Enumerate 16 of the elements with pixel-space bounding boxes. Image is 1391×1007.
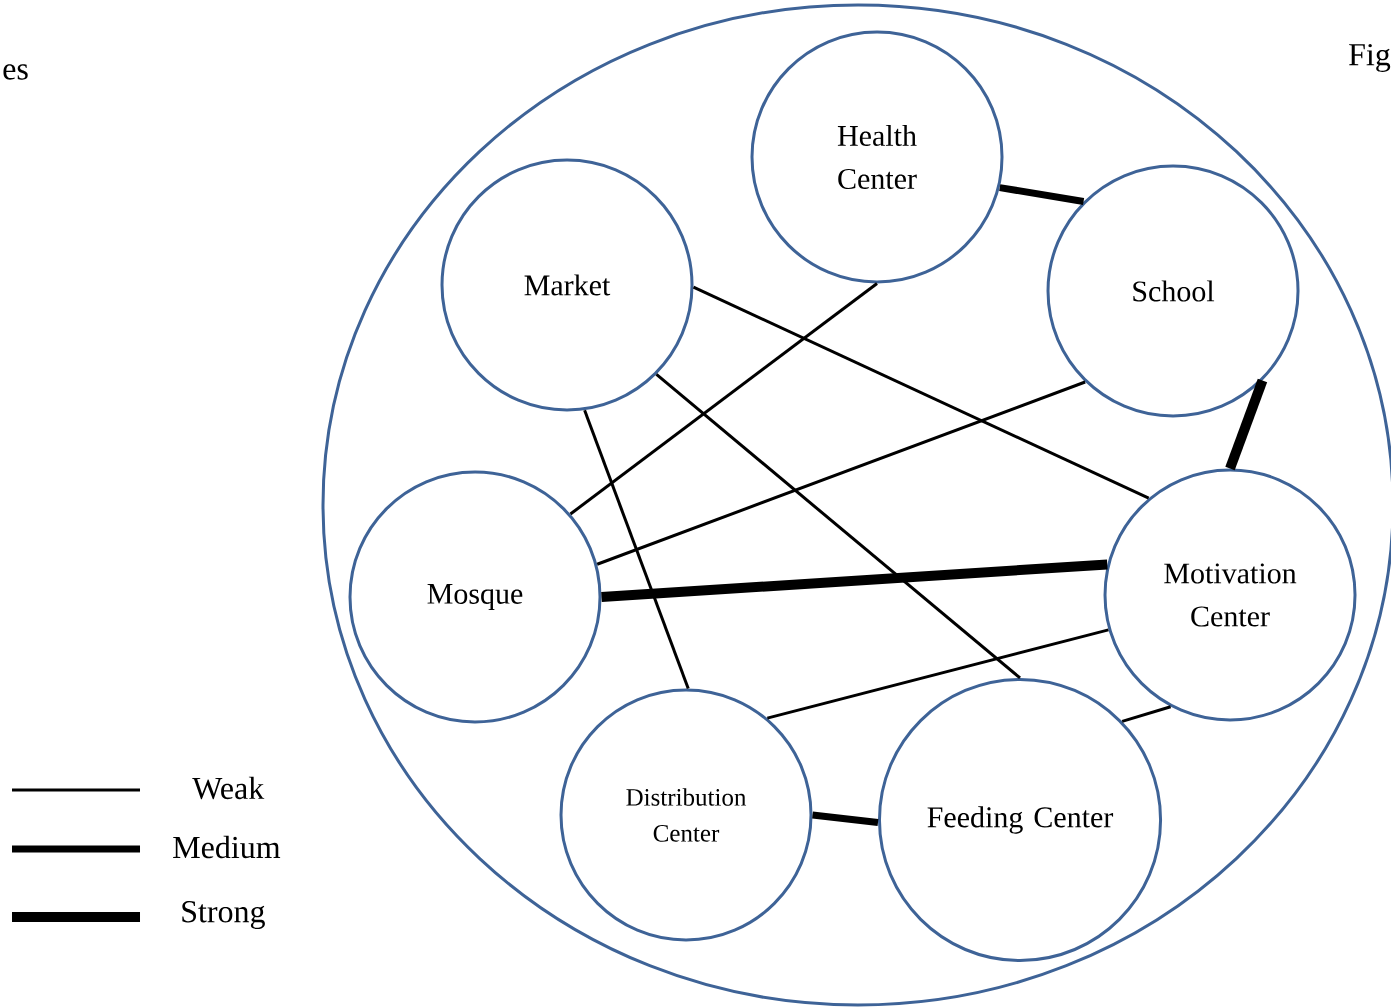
connector-line bbox=[1225, 378, 1268, 471]
text-fragment: Fig bbox=[1349, 43, 1391, 73]
connector-line bbox=[812, 811, 879, 826]
connector-line bbox=[692, 285, 1150, 500]
connector-line bbox=[583, 409, 690, 690]
connector-line bbox=[596, 380, 1086, 566]
text-fragment: es bbox=[3, 64, 28, 80]
connector-line bbox=[999, 184, 1085, 205]
connector-line bbox=[766, 628, 1109, 720]
connector-line bbox=[655, 373, 1021, 680]
legend-label: Strong bbox=[182, 900, 265, 930]
legend-label: Weak bbox=[192, 776, 265, 800]
connector-line bbox=[601, 559, 1108, 602]
connector-line bbox=[1121, 705, 1172, 723]
connector-line bbox=[569, 282, 878, 516]
legend-label: Medium bbox=[173, 835, 281, 859]
